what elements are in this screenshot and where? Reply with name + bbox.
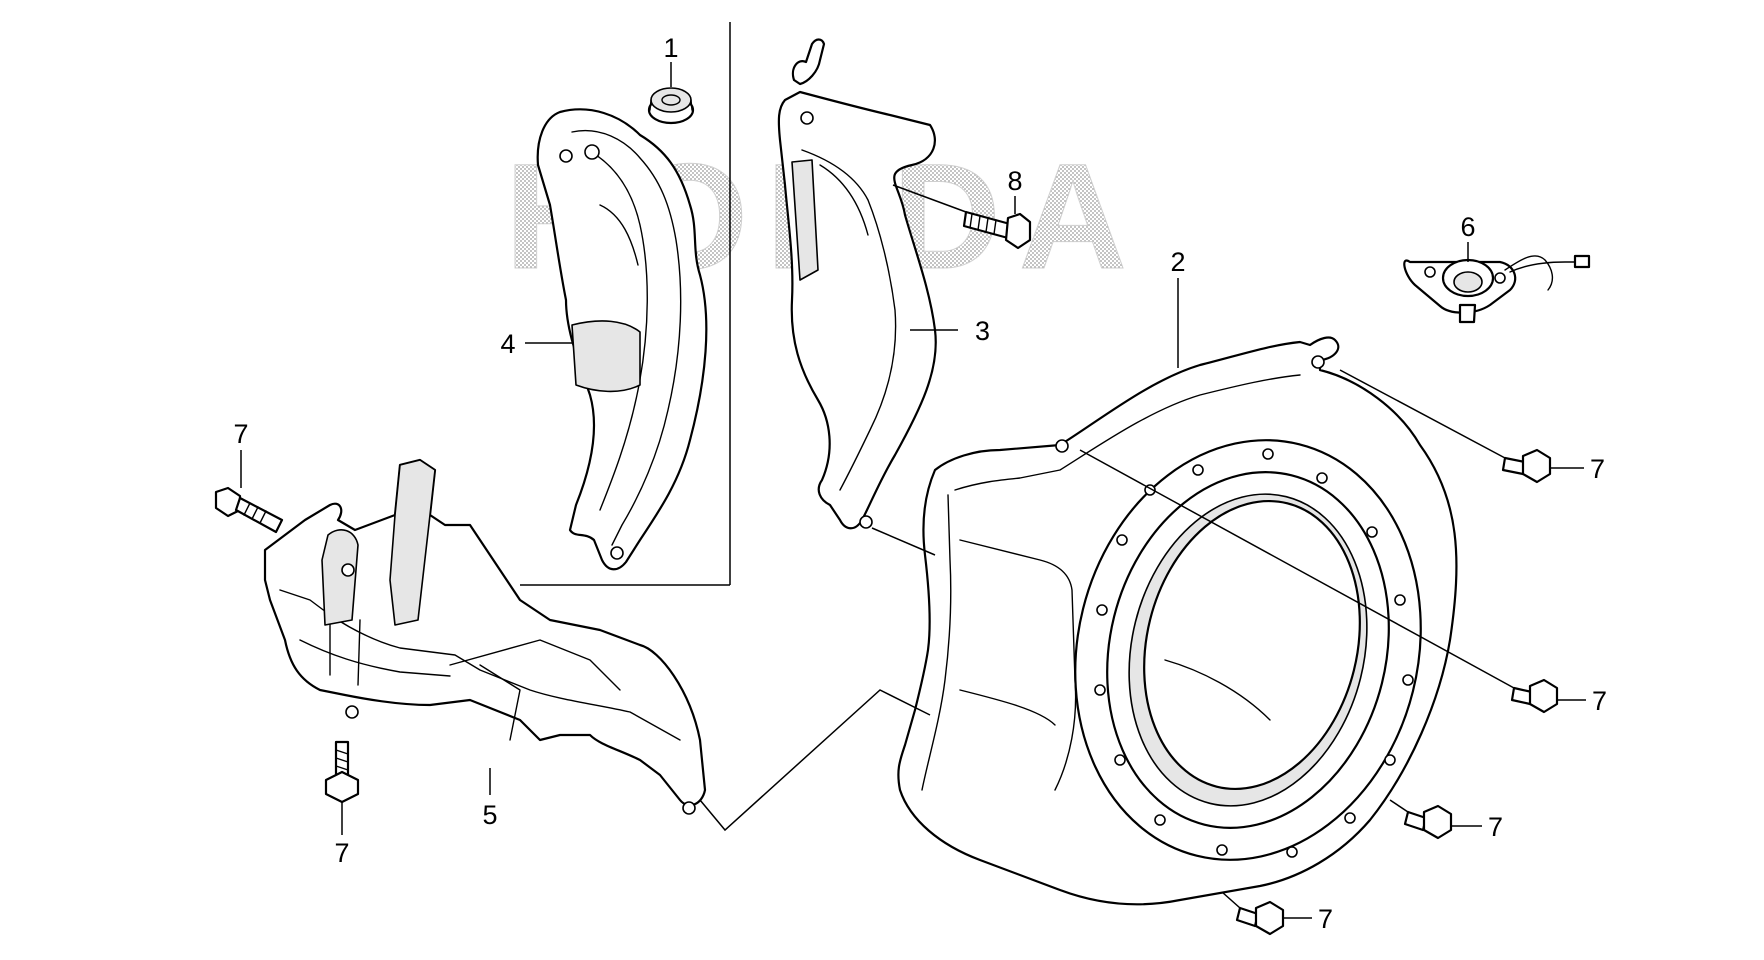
oil-level-switch-part-6	[1403, 242, 1591, 324]
flange-bolt-7-bottom	[1221, 891, 1312, 936]
group-bracket	[520, 22, 731, 586]
flange-bolt-7-right-lower	[1389, 799, 1482, 840]
callout-3: 3	[975, 316, 990, 346]
callout-8: 8	[1007, 166, 1022, 196]
grommet-part-1	[647, 62, 695, 125]
under-shroud-part-5	[263, 458, 707, 815]
callout-7-right-lower: 7	[1488, 812, 1503, 842]
flange-bolt-7-right-mid	[1079, 449, 1586, 714]
callout-1: 1	[663, 33, 678, 63]
flange-bolt-7-lower-left	[324, 740, 360, 835]
shroud-plate-part-4	[525, 108, 708, 571]
flange-bolt-part-8	[962, 196, 1032, 250]
flange-bolt-7-right-upper	[1339, 369, 1584, 484]
flange-bolt-7-upper-left	[214, 450, 284, 534]
callout-2: 2	[1170, 247, 1185, 277]
callout-7-right-upper: 7	[1590, 454, 1605, 484]
callout-5: 5	[482, 800, 497, 830]
callout-6: 6	[1460, 212, 1475, 242]
shroud-plate-part-3	[777, 38, 958, 530]
callout-4: 4	[500, 329, 515, 359]
callout-7-upper-left: 7	[233, 419, 248, 449]
callout-7-lower-left: 7	[334, 838, 349, 868]
callout-7-bottom: 7	[1318, 904, 1333, 934]
callout-7-right-mid: 7	[1592, 686, 1607, 716]
fan-cover-part-2	[897, 278, 1458, 906]
assembly-leader-lines	[699, 184, 967, 832]
